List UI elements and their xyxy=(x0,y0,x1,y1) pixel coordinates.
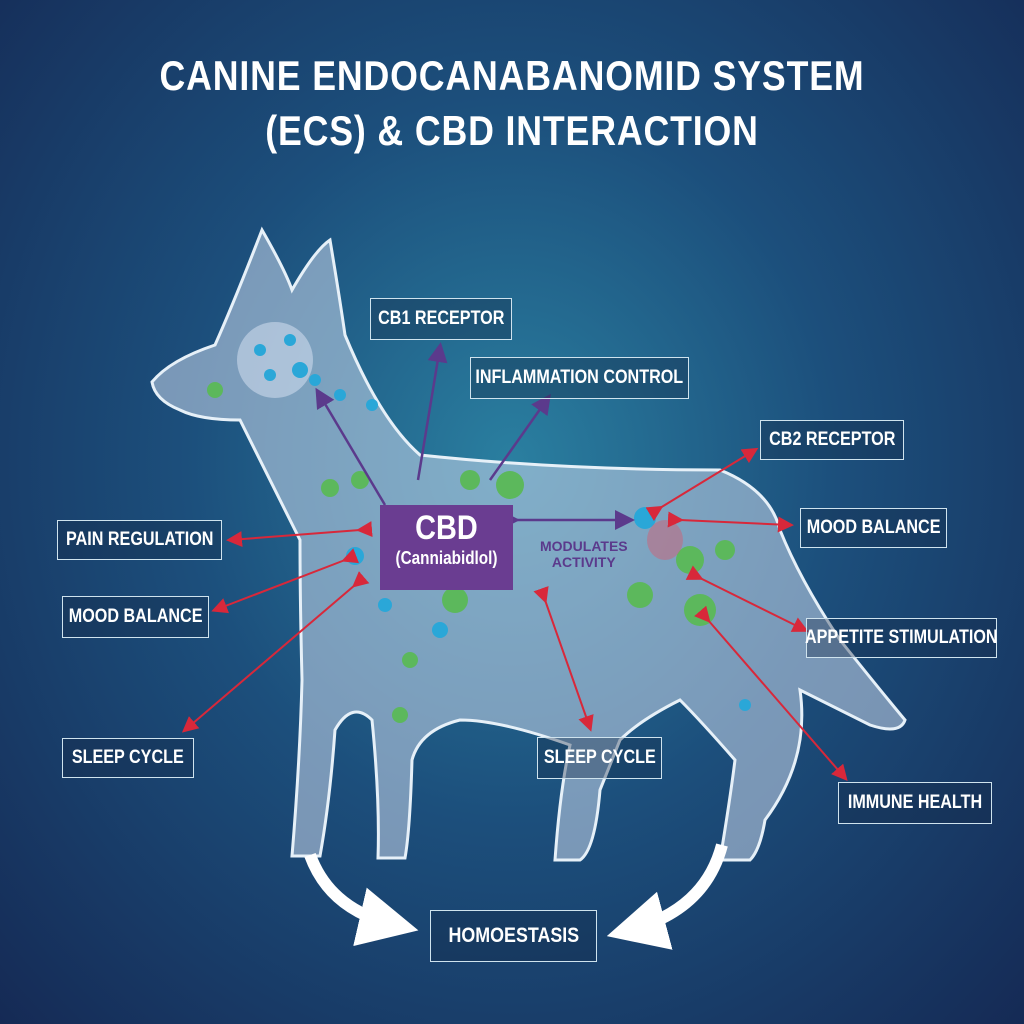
label-text: HOMOESTASIS xyxy=(448,924,579,947)
label-text: CB2 RECEPTOR xyxy=(768,429,896,450)
label-cb2-receptor: CB2 RECEPTOR xyxy=(760,420,904,460)
label-pain-regulation: PAIN REGULATION xyxy=(57,520,222,560)
red-arrows xyxy=(181,447,848,782)
cbd-full-name: (Canniabidlol) xyxy=(395,548,498,568)
label-appetite-stimulation: APPETITE STIMULATION xyxy=(805,618,998,658)
title-line-1: CANINE ENDOCANABANOMID SYSTEM xyxy=(159,52,865,99)
label-cb1-receptor: CB1 RECEPTOR xyxy=(370,298,512,340)
label-homeostasis: HOMOESTASIS xyxy=(430,910,597,962)
label-text: INFLAMMATION CONTROL xyxy=(475,367,684,388)
label-inflammation-control: INFLAMMATION CONTROL xyxy=(470,357,689,399)
label-text: MOOD BALANCE xyxy=(68,606,203,627)
label-sleep-cycle-middle: SLEEP CYCLE xyxy=(537,737,662,779)
label-text: MOOD BALANCE xyxy=(806,517,941,538)
label-text: PAIN REGULATION xyxy=(65,529,214,550)
cbd-box: CBD (Canniabidlol) xyxy=(380,505,513,590)
label-text: IMMUNE HEALTH xyxy=(847,792,983,813)
label-text: APPETITE STIMULATION xyxy=(805,627,998,648)
title-line-2: (ECS) & CBD INTERACTION xyxy=(265,107,759,154)
cbd-name: CBD xyxy=(415,509,478,547)
note-line-2: ACTIVITY xyxy=(551,554,616,570)
label-immune-health: IMMUNE HEALTH xyxy=(838,782,992,824)
label-text: CB1 RECEPTOR xyxy=(377,308,505,329)
label-mood-balance-left: MOOD BALANCE xyxy=(62,596,209,638)
purple-arrows xyxy=(315,342,635,530)
label-mood-balance-right: MOOD BALANCE xyxy=(800,508,947,548)
label-text: SLEEP CYCLE xyxy=(543,747,656,768)
note-line-1: MODULATES xyxy=(540,538,628,554)
homeostasis-arrows xyxy=(304,843,728,950)
label-text: SLEEP CYCLE xyxy=(72,747,184,768)
label-sleep-cycle-left: SLEEP CYCLE xyxy=(62,738,194,778)
